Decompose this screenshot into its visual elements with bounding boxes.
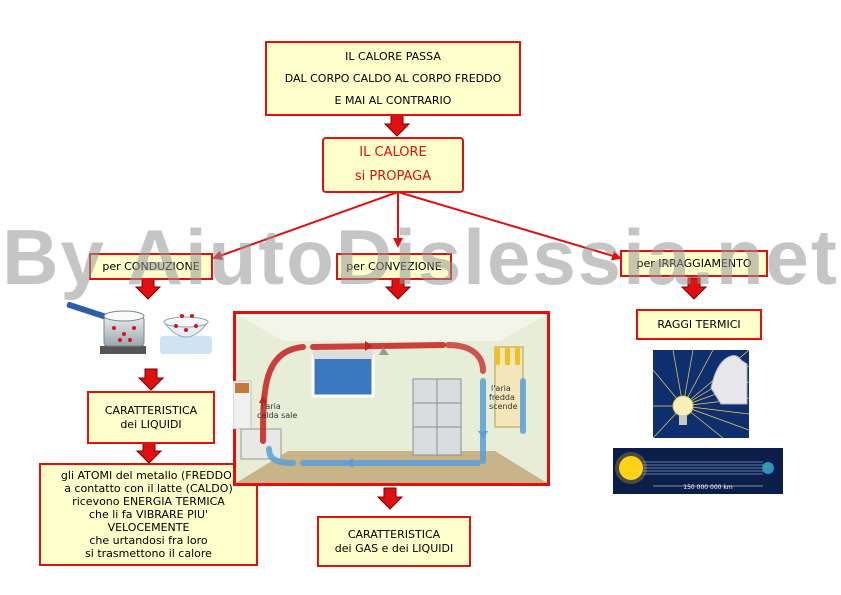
box-line: E MAI AL CONTRARIO [334, 93, 452, 107]
box-calore-passa: IL CALORE PASSA DAL CORPO CALDO AL CORPO… [265, 41, 521, 116]
distance-label: 150 000 000 km [683, 484, 733, 491]
box-line: si trasmettono il calore [85, 547, 212, 560]
down-arrow-icon [137, 368, 165, 391]
box-line: IL CALORE PASSA [345, 49, 441, 63]
down-arrow-icon [384, 277, 412, 300]
box-atomi: gli ATOMI del metallo (FREDDO) a contatt… [39, 463, 258, 566]
down-arrow-icon [383, 114, 411, 137]
box-line: si PROPAGA [354, 169, 432, 184]
box-raggi-termici: RAGGI TERMICI [636, 309, 762, 340]
line-to-irraggiamento [397, 191, 622, 261]
box-calore-propaga: IL CALORE si PROPAGA [322, 137, 464, 193]
box-line: dei GAS e dei LIQUIDI [334, 541, 454, 555]
box-caratteristica-liquidi: CARATTERISTICA dei LIQUIDI [87, 391, 215, 444]
line-to-conduzione [212, 191, 399, 261]
box-line: per CONVEZIONE [346, 259, 442, 273]
box-convezione: per CONVEZIONE [336, 253, 452, 280]
box-line: gli ATOMI del metallo (FREDDO) [60, 469, 237, 482]
box-line: CARATTERISTICA [104, 403, 198, 417]
radiation-bulb-hand-illustration [653, 350, 749, 438]
box-line: che li fa VIBRARE PIU' [88, 508, 209, 521]
box-line: che urtandosi fra loro [89, 534, 208, 547]
box-line: dei LIQUIDI [120, 417, 182, 431]
box-line: CARATTERISTICA [347, 527, 441, 541]
box-caratteristica-gas: CARATTERISTICA dei GAS e dei LIQUIDI [317, 516, 471, 567]
box-line: RAGGI TERMICI [657, 317, 741, 331]
box-line: DAL CORPO CALDO AL CORPO FREDDO [284, 71, 502, 85]
box-line: IL CALORE [359, 145, 427, 160]
box-irraggiamento: per IRRAGGIAMENTO [620, 250, 768, 277]
sun-earth-distance-illustration: 150 000 000 km [613, 448, 783, 494]
box-line: ricevono ENERGIA TERMICA [72, 495, 225, 508]
down-arrow-icon [135, 441, 163, 464]
box-line: per CONDUZIONE [102, 259, 200, 273]
down-arrow-icon [376, 487, 404, 510]
box-line: a contatto con il latte (CALDO) [64, 482, 233, 495]
down-arrow-icon [680, 277, 708, 300]
box-conduzione: per CONDUZIONE [89, 253, 213, 280]
box-line: VELOCEMENTE [107, 521, 190, 534]
box-line: per IRRAGGIAMENTO [636, 256, 752, 270]
conduction-pots-illustration [66, 301, 212, 354]
